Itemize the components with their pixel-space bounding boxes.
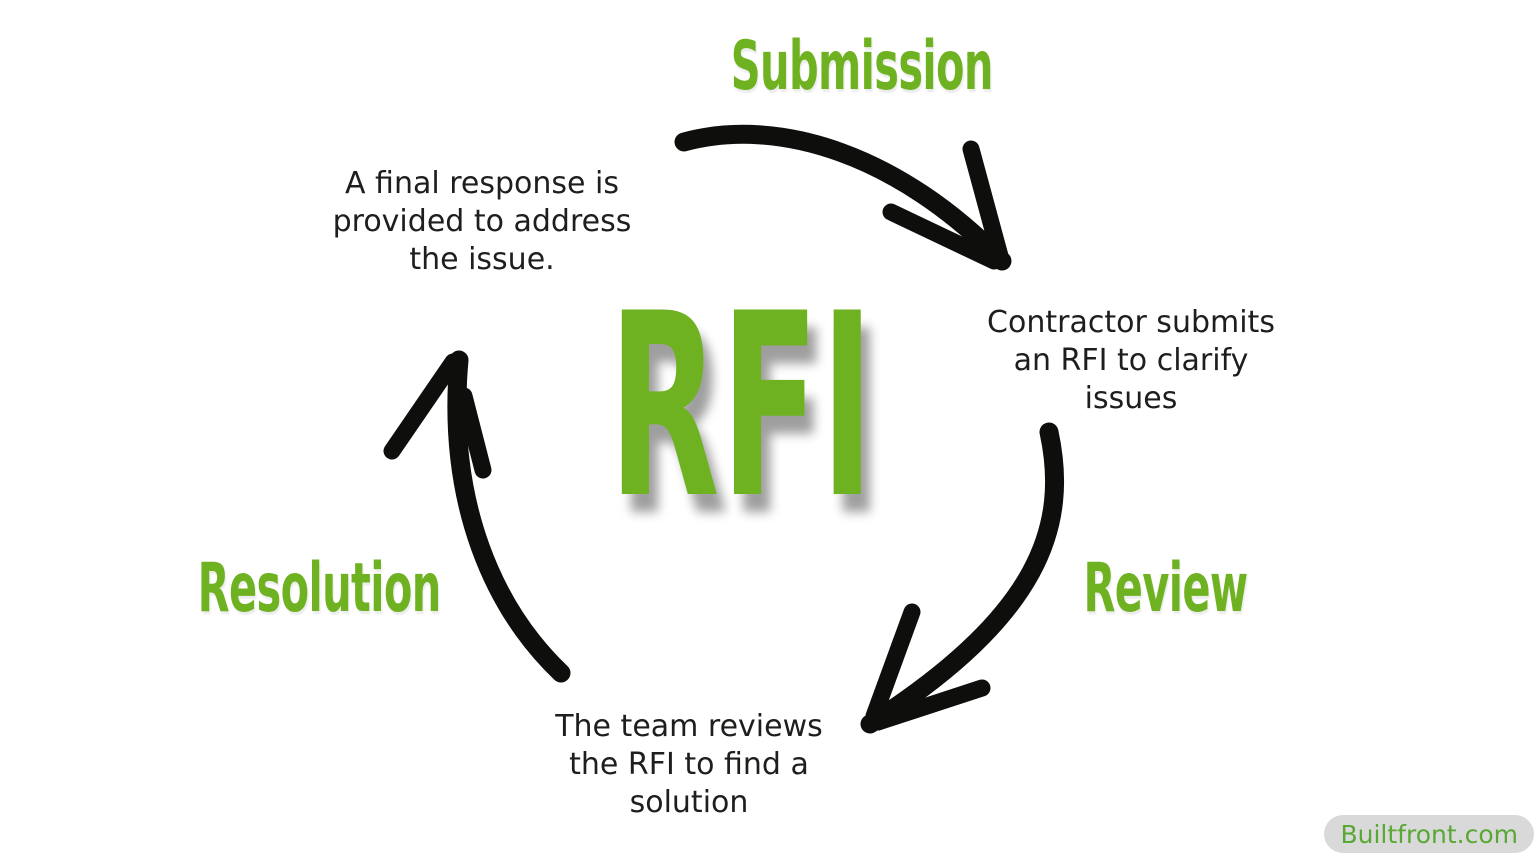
description-line: an RFI to clarify [1013, 343, 1249, 378]
stage-description-submission: Contractor submits an RFI to clarify iss… [901, 304, 1361, 418]
resolution-arrow-icon [383, 350, 571, 683]
description-line: the RFI to find a [569, 747, 809, 782]
stage-label-review: Review [1016, 546, 1316, 631]
rfi-center-title-text: RFI [608, 259, 876, 554]
stage-label-submission-text: Submission [730, 27, 994, 106]
stage-label-review-text: Review [1083, 549, 1249, 628]
stage-label-resolution-text: Resolution [197, 549, 442, 628]
description-line: the issue. [409, 242, 555, 277]
rfi-center-title: RFI [492, 259, 992, 554]
description-line: issues [1084, 381, 1178, 416]
description-line: solution [629, 785, 749, 820]
brand-watermark-badge: Builtfront.com [1324, 815, 1534, 853]
description-line: The team reviews [555, 709, 823, 744]
description-line: Contractor submits [987, 305, 1275, 340]
stage-description-review: The team reviews the RFI to find a solut… [459, 708, 919, 822]
stage-description-resolution: A final response is provided to address … [252, 165, 712, 279]
submission-arrow-icon [674, 124, 1012, 271]
description-line: provided to address [332, 204, 632, 239]
stage-label-submission: Submission [647, 24, 1047, 109]
description-line: A final response is [345, 166, 619, 201]
brand-watermark-text: Builtfront.com [1340, 819, 1518, 849]
review-arrow-icon [860, 422, 1064, 734]
stage-label-resolution: Resolution [119, 546, 519, 631]
